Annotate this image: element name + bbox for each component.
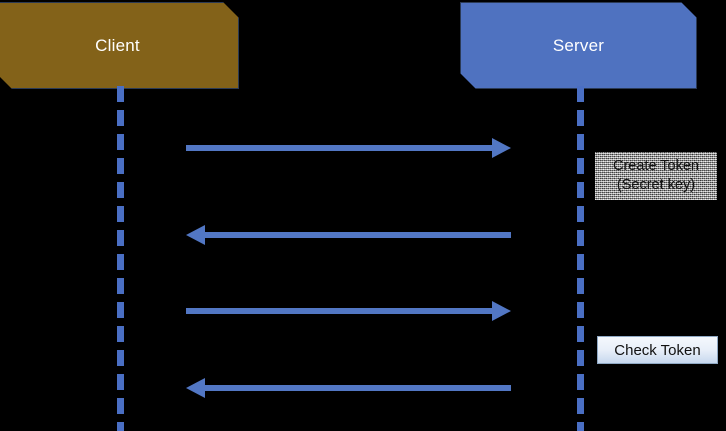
- message-arrow-1[interactable]: [186, 136, 511, 160]
- arrow-head-left-icon: [186, 378, 205, 398]
- participant-box-client[interactable]: Client: [0, 2, 239, 89]
- participant-label-server: Server: [552, 35, 605, 55]
- message-arrow-3[interactable]: [186, 299, 511, 323]
- arrow-head-left-icon: [186, 225, 205, 245]
- message-arrow-2-shaft: [204, 232, 511, 238]
- message-arrow-3-shaft: [186, 308, 493, 314]
- note-create-token[interactable]: Create Token (Secret key): [595, 152, 717, 200]
- arrow-head-right-icon: [492, 301, 511, 321]
- lifeline-server: [577, 86, 584, 431]
- message-arrow-4-shaft: [204, 385, 511, 391]
- arrow-head-right-icon: [492, 138, 511, 158]
- message-arrow-4[interactable]: [186, 376, 511, 400]
- message-arrow-1-shaft: [186, 145, 493, 151]
- note-check-token[interactable]: Check Token: [597, 336, 718, 364]
- message-arrow-2[interactable]: [186, 223, 511, 247]
- lifeline-client: [117, 86, 124, 431]
- participant-label-client: Client: [95, 35, 140, 55]
- participant-box-server[interactable]: Server: [460, 2, 697, 89]
